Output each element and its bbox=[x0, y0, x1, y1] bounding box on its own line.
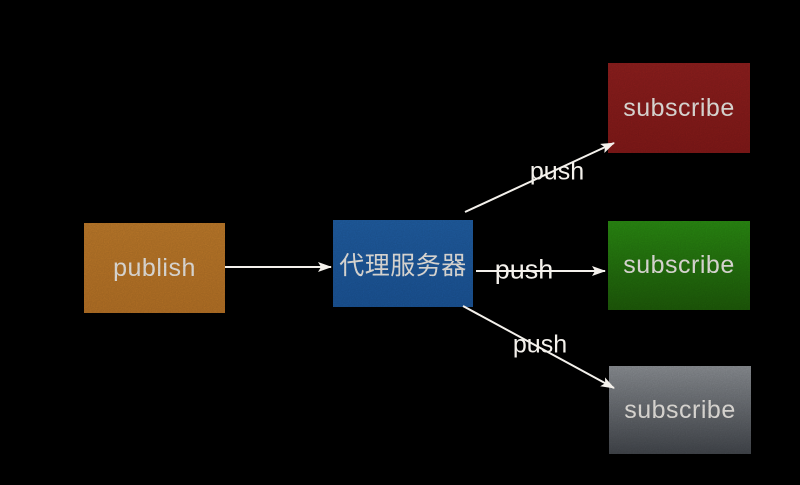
subscribe-bottom-node: subscribe bbox=[609, 366, 751, 454]
subscribe-middle-node: subscribe bbox=[608, 221, 750, 310]
proxy-server-node-label: 代理服务器 bbox=[339, 251, 467, 280]
publish-node: publish bbox=[84, 223, 225, 313]
proxy-server-node: 代理服务器 bbox=[333, 220, 473, 307]
subscribe-bottom-node-label: subscribe bbox=[624, 395, 736, 424]
push-label-bottom: push bbox=[512, 330, 568, 359]
subscribe-top-node-label: subscribe bbox=[623, 93, 735, 122]
subscribe-top-node: subscribe bbox=[608, 63, 750, 153]
push-label-middle: push bbox=[494, 254, 554, 285]
subscribe-middle-node-label: subscribe bbox=[623, 251, 735, 279]
publish-node-label: publish bbox=[113, 253, 196, 282]
push-label-top: push bbox=[529, 157, 585, 186]
